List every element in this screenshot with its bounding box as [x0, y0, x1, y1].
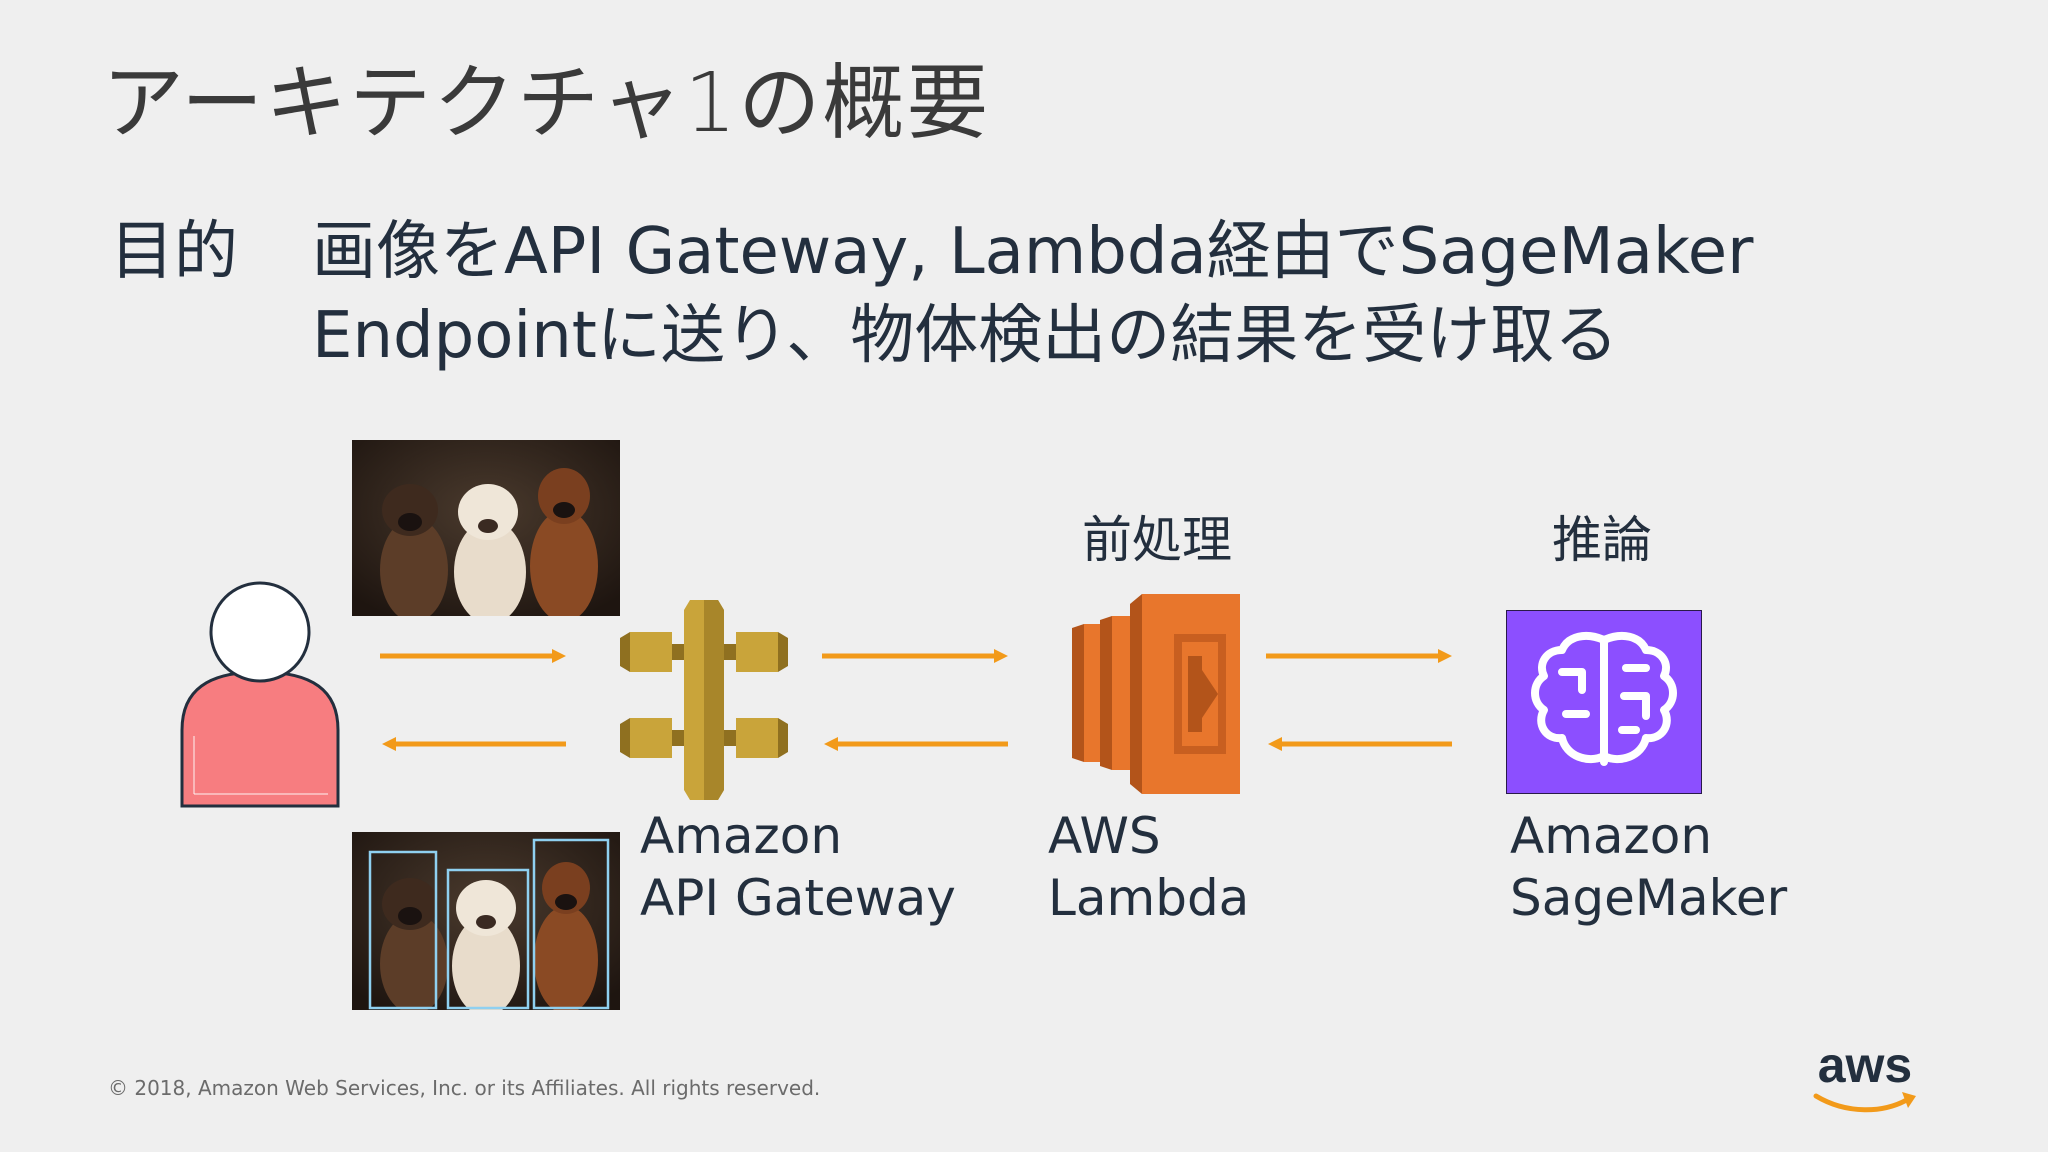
- api-gateway-label-line2: API Gateway: [640, 869, 956, 927]
- copyright-notice: © 2018, Amazon Web Services, Inc. or its…: [108, 1076, 821, 1100]
- aws-logo: aws: [1810, 1040, 1920, 1116]
- arrow-left-api-to-user: [380, 734, 568, 754]
- detection-box: [368, 850, 438, 1010]
- purpose-text-line-2: Endpointに送り、物体検出の結果を受け取る: [312, 299, 1619, 373]
- arrow-right-lambda-to-sagemaker: [1266, 646, 1454, 666]
- purpose-label: 目的: [110, 215, 238, 289]
- purpose-text-line-1: 画像をAPI Gateway, Lambda経由でSageMaker: [312, 215, 1754, 289]
- slide-title: アーキテクチャ1の概要: [102, 56, 991, 151]
- aws-logo-text: aws: [1817, 1037, 1913, 1093]
- api-gateway-icon: [620, 600, 788, 800]
- sagemaker-brain-icon: [1506, 610, 1702, 794]
- user-icon: [178, 580, 342, 810]
- lambda-icon: [1072, 594, 1240, 794]
- detection-box: [532, 838, 610, 1010]
- sagemaker-label-line2: SageMaker: [1510, 869, 1788, 927]
- arrow-right-api-to-lambda: [822, 646, 1010, 666]
- arrow-left-lambda-to-api: [822, 734, 1010, 754]
- lambda-label-line1: AWS: [1048, 807, 1161, 865]
- arrow-left-sagemaker-to-lambda: [1266, 734, 1454, 754]
- lambda-label-line2: Lambda: [1048, 869, 1250, 927]
- sagemaker-caption-inference: 推論: [1552, 511, 1652, 569]
- api-gateway-label-line1: Amazon: [640, 807, 843, 865]
- sagemaker-label: Amazon SageMaker: [1510, 805, 1787, 929]
- detection-box: [446, 868, 530, 1010]
- api-gateway-label: Amazon API Gateway: [640, 805, 956, 929]
- lambda-caption-preprocess: 前処理: [1082, 511, 1232, 569]
- arrow-right-user-to-api: [380, 646, 568, 666]
- input-dog-photo: [352, 440, 620, 616]
- lambda-label: AWS Lambda: [1048, 805, 1249, 929]
- aws-smile-icon: [1813, 1092, 1916, 1113]
- output-detection-photo: [352, 832, 620, 1010]
- sagemaker-label-line1: Amazon: [1510, 807, 1713, 865]
